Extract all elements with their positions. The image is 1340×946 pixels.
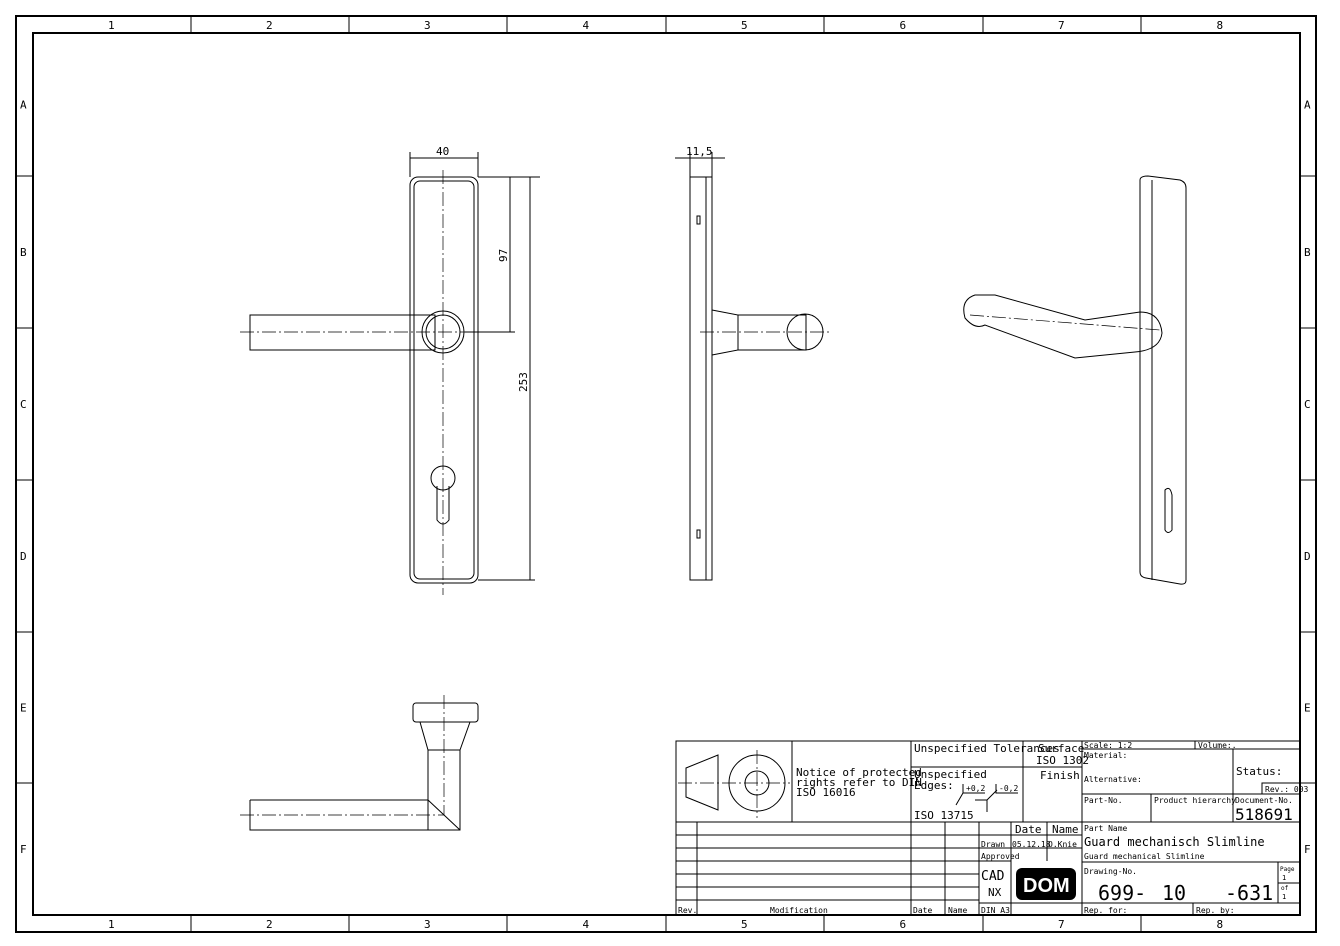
product-hierarchy-label: Product hierarchy <box>1154 796 1236 805</box>
isometric-view <box>963 175 1187 585</box>
row-label: A <box>20 99 27 112</box>
cad-label: CAD <box>981 869 1005 884</box>
edges-label: Edges: <box>914 779 954 792</box>
page-number: 1 <box>1282 874 1286 882</box>
outer-frame <box>15 15 1317 933</box>
document-no-label: Document-No. <box>1235 796 1293 805</box>
row-label: D <box>1304 550 1311 563</box>
volume-label: Volume:. <box>1198 741 1237 750</box>
top-view <box>240 695 479 831</box>
drawing-no-label: Drawing-No. <box>1084 867 1137 876</box>
row-label: B <box>1304 246 1311 259</box>
notice-text: rights refer to DIN <box>796 776 922 789</box>
column-label: 4 <box>583 918 590 931</box>
row-label: A <box>1304 99 1311 112</box>
surface-standard: ISO 1302 <box>1036 754 1089 767</box>
format-label: DIN A3 <box>981 906 1010 915</box>
name-column-header: Name <box>948 906 967 915</box>
column-label: 7 <box>1058 19 1065 32</box>
dimension-total-height: 253 <box>517 372 530 392</box>
column-label: 1 <box>108 918 115 931</box>
status-label: Status: <box>1236 765 1282 778</box>
row-label: E <box>1304 702 1311 715</box>
column-label: 5 <box>741 918 748 931</box>
finish-label: Finish <box>1040 769 1080 782</box>
column-label: 3 <box>424 918 431 931</box>
rev-header: Rev. <box>678 906 697 915</box>
nx-label: NX <box>988 886 1002 899</box>
rep-by-label: Rep. by: <box>1196 906 1235 915</box>
column-label: 7 <box>1058 918 1065 931</box>
rep-for-label: Rep. for: <box>1084 906 1127 915</box>
dom-logo-text: DOM <box>1023 875 1070 897</box>
notice-text: Notice of protected <box>796 766 922 779</box>
dimension-handle-height: 97 <box>497 249 510 262</box>
column-label: 6 <box>900 19 907 32</box>
document-no: 518691 <box>1235 805 1293 824</box>
drawn-label: Drawn <box>981 840 1005 849</box>
page-count: 1 <box>1282 893 1286 901</box>
row-label: D <box>20 550 27 563</box>
drawing-no-part2: 10 <box>1162 881 1186 905</box>
drawn-name: O.Knie <box>1048 840 1077 849</box>
row-label: C <box>1304 398 1311 411</box>
row-label: B <box>20 246 27 259</box>
drawing-no-part3: -631 <box>1225 881 1273 905</box>
column-label: 2 <box>266 918 273 931</box>
title-block: Notice of protected rights refer to DIN … <box>675 740 1309 916</box>
row-label: C <box>20 398 27 411</box>
alternative-label: Alternative: <box>1084 775 1142 784</box>
column-label: 8 <box>1217 19 1224 32</box>
column-label: 1 <box>108 19 115 32</box>
page-label: Page <box>1280 866 1295 873</box>
row-label: F <box>20 843 27 856</box>
date-column-header: Date <box>913 906 932 915</box>
column-label: 2 <box>266 19 273 32</box>
name-header: Name <box>1052 823 1079 836</box>
dimension-width: 40 <box>436 145 449 158</box>
part-name-german: Guard mechanisch Slimline <box>1084 835 1265 849</box>
tolerances-label: Unspecified Tolerances <box>914 742 1060 755</box>
part-name-english: Guard mechanical Slimline <box>1084 852 1205 861</box>
notice-text: ISO 16016 <box>796 786 856 799</box>
edges-standard: ISO 13715 <box>914 809 974 822</box>
drawn-date: 05.12.18 <box>1012 840 1051 849</box>
dom-logo <box>1016 868 1076 900</box>
date-header: Date <box>1015 823 1042 836</box>
part-no-label: Part-No. <box>1084 796 1123 805</box>
dimension-thickness: 11,5 <box>686 145 713 158</box>
side-view: 11,5 <box>675 145 830 581</box>
approved-label: Approved <box>981 852 1020 861</box>
column-label: 4 <box>583 19 590 32</box>
surface-label: Surface <box>1038 742 1084 755</box>
scale-label: Scale: 1:2 <box>1084 741 1132 750</box>
of-label: of <box>1281 885 1289 892</box>
edge-plus-tolerance: +0,2 <box>966 784 985 793</box>
column-label: 3 <box>424 19 431 32</box>
edges-label: Unspecified <box>914 768 987 781</box>
revision-value: Rev.: 003 <box>1265 785 1309 794</box>
column-label: 6 <box>900 918 907 931</box>
part-name-label: Part Name <box>1084 824 1128 833</box>
front-view: 40 97 253 <box>240 145 540 595</box>
drawing-no-part1: 699- <box>1098 881 1146 905</box>
column-label: 5 <box>741 19 748 32</box>
edge-minus-tolerance: -0,2 <box>999 784 1018 793</box>
material-label: Material: <box>1084 751 1127 760</box>
modification-header: Modification <box>770 906 828 915</box>
row-label: E <box>20 702 27 715</box>
row-label: F <box>1304 843 1311 856</box>
column-label: 8 <box>1217 918 1224 931</box>
